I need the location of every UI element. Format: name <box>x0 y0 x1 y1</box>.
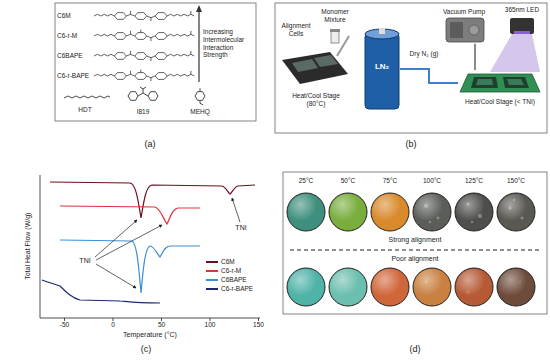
molecule-name: C6-r-BAPE <box>57 72 93 80</box>
component-label: Dry N₂ (g) <box>404 50 444 58</box>
temperature-label: 100°C <box>414 177 450 185</box>
strength-arrow <box>196 5 202 82</box>
pump-dial <box>469 25 479 35</box>
pump-panel <box>450 22 463 38</box>
molecule-name: C6-r-M <box>57 32 93 40</box>
temperature-label: 75°C <box>372 177 408 185</box>
panel-label: (b) <box>396 139 426 150</box>
legend-swatch <box>206 279 218 281</box>
row-label: Poor alignment <box>355 255 475 263</box>
connector-tube <box>474 44 476 70</box>
connector-tube <box>400 69 458 83</box>
stage-cell <box>471 77 498 88</box>
pump-case <box>446 18 484 42</box>
stage-plate <box>460 74 540 92</box>
panel-label: (a) <box>135 139 165 150</box>
molecule-name: MEHQ <box>185 108 215 116</box>
annotation: TNI <box>232 224 250 232</box>
ln2-dewar: LN₂ <box>364 28 400 110</box>
panel-label: (d) <box>400 344 430 355</box>
tick-label: 150 <box>247 321 271 329</box>
stage-cell <box>503 77 529 88</box>
panel-frame <box>275 3 547 133</box>
tni-arrows <box>95 198 240 288</box>
tick-label: -50 <box>53 321 77 329</box>
tick-label: 50 <box>150 321 174 329</box>
component-label: 365nm LED <box>498 6 546 14</box>
temperature-label: 125°C <box>456 177 492 185</box>
axis-title: Temperature (°C) <box>100 331 200 339</box>
dsc-curves <box>42 182 255 303</box>
temperature-label: 150°C <box>498 177 534 185</box>
legend-swatch <box>206 270 218 272</box>
alignment-cells <box>282 52 348 84</box>
row-label: Strong alignment <box>355 236 475 244</box>
dewar-valve <box>379 28 385 34</box>
molecule-name: I819 <box>128 108 158 116</box>
stage-graphic <box>458 70 542 96</box>
component-label: Alignment Cells <box>278 22 314 38</box>
annotation: TNI <box>76 257 94 265</box>
legend-text: C6BAPE <box>221 276 247 284</box>
chart-axes <box>40 175 260 321</box>
legend-text: C6-r-M <box>221 267 241 275</box>
legend-swatch <box>206 261 218 263</box>
vacuum-pump: Vacuum Pump <box>436 8 492 44</box>
uv-led <box>490 18 540 72</box>
molecule-name: C6BAPE <box>57 52 93 60</box>
molecule-name: C6M <box>57 12 93 20</box>
cooling-stage: Heat/Cool Stage (< TNI) <box>458 70 542 106</box>
additive-structures <box>64 87 205 105</box>
temperature-label: 50°C <box>330 177 366 185</box>
component-label: Heat/Cool Stage (80°C) <box>283 92 349 108</box>
stage-cell-window <box>476 79 493 85</box>
legend-text: C6-r-BAPE <box>221 285 253 293</box>
monomer-vial <box>330 29 349 56</box>
stage-cell-window <box>507 79 524 85</box>
tick-label: 0 <box>101 321 125 329</box>
divider-line <box>290 250 542 251</box>
component-label: Monomer Mixture <box>316 8 354 24</box>
legend-swatch <box>206 288 218 290</box>
molecule-name: HDT <box>70 106 100 114</box>
panel-frame <box>55 3 256 121</box>
legend-text: C6M <box>221 258 235 266</box>
axis-title: Total Heat Flow (W/g) <box>24 186 32 306</box>
node-text: LN₂ <box>364 28 400 72</box>
panel-frame <box>283 172 547 314</box>
molecule-structures <box>94 11 194 81</box>
pump-body <box>436 16 492 44</box>
temperature-label: 25°C <box>288 177 324 185</box>
dewar-top <box>365 29 399 39</box>
trend-note: Increasing Intermolecular Interaction St… <box>203 28 255 59</box>
node-text: Vacuum Pump <box>436 8 492 16</box>
panel-label: (c) <box>131 344 161 355</box>
stage-body <box>458 70 542 96</box>
node-text: Heat/Cool Stage (< TNI) <box>458 96 542 106</box>
pump-graphic <box>436 16 492 44</box>
tick-label: 100 <box>198 321 222 329</box>
